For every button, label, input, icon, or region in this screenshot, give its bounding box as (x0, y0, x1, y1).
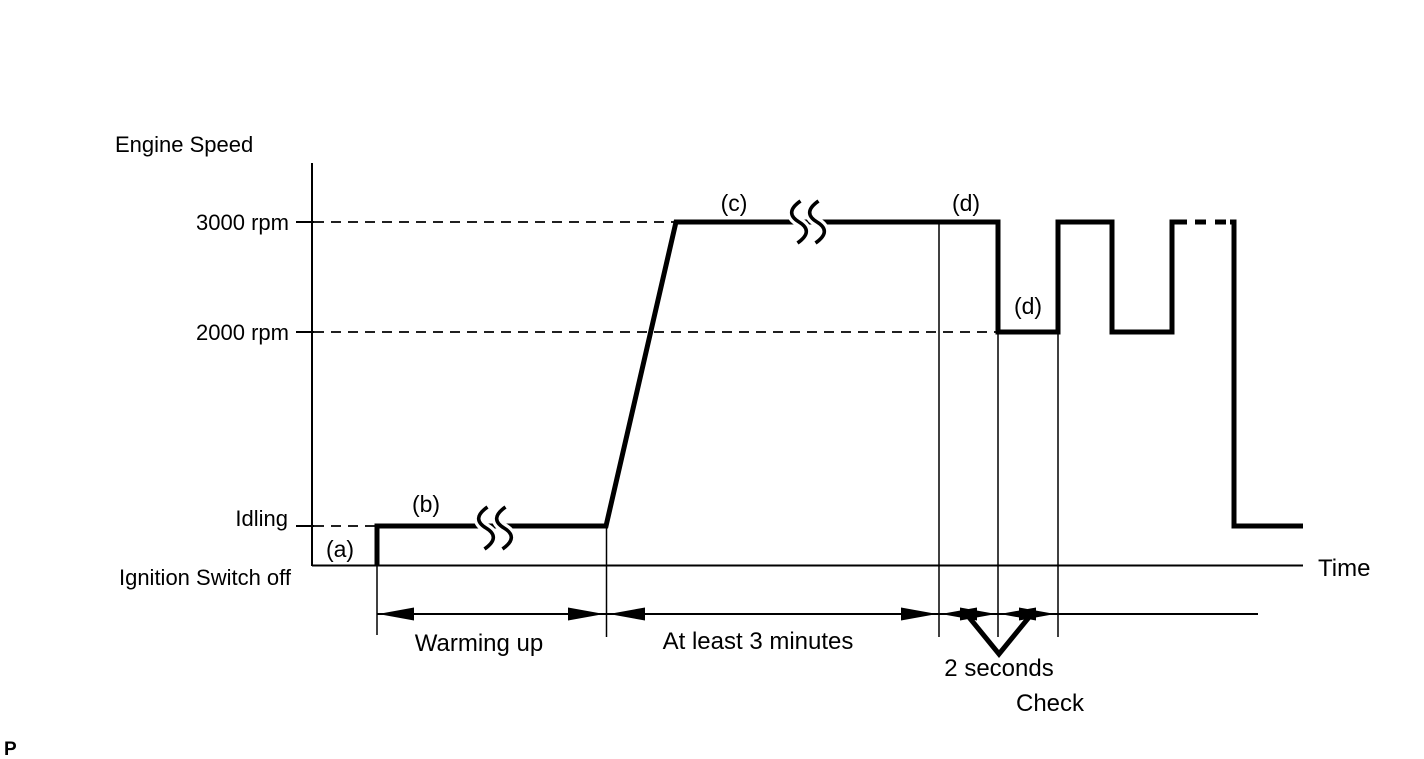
marker-d-low: (d) (1014, 293, 1042, 319)
marker-a: (a) (326, 536, 354, 562)
break-squiggle (476, 505, 496, 551)
break-mark-idling (473, 502, 517, 554)
arrowhead-3min-right (901, 607, 937, 621)
phase-label-at-least-3-minutes: At least 3 minutes (663, 628, 854, 655)
level-label-idling: Idling (235, 506, 288, 531)
page-marker: P (4, 739, 17, 759)
break-squiggle (494, 505, 514, 551)
arrowhead-2sec2-right (1019, 607, 1055, 621)
level-label-2000rpm: 2000 rpm (196, 320, 289, 345)
break-mark-3000rpm (786, 196, 830, 248)
marker-c: (c) (721, 190, 748, 216)
marker-d-high: (d) (952, 190, 980, 216)
arrowhead-warmup-left (378, 607, 414, 621)
waveform-final-drop-to-idle (1230, 219, 1303, 529)
y-axis-title: Engine Speed (115, 132, 253, 157)
break-squiggle (807, 199, 827, 245)
arrowhead-2sec1-right (960, 607, 996, 621)
waveform-main (374, 219, 1187, 565)
phase-label-warming-up: Warming up (415, 630, 543, 657)
break-squiggle (789, 199, 809, 245)
arrowhead-3min-left (609, 607, 645, 621)
phase-label-2-seconds: 2 seconds (944, 655, 1053, 682)
marker-b: (b) (412, 491, 440, 517)
level-label-ignition-off: Ignition Switch off (119, 565, 292, 590)
arrowhead-warmup-right (568, 607, 604, 621)
phase-label-check: Check (1016, 690, 1085, 717)
x-axis-title: Time (1318, 555, 1370, 582)
level-label-3000rpm: 3000 rpm (196, 210, 289, 235)
two-seconds-v-bracket (966, 614, 1032, 658)
